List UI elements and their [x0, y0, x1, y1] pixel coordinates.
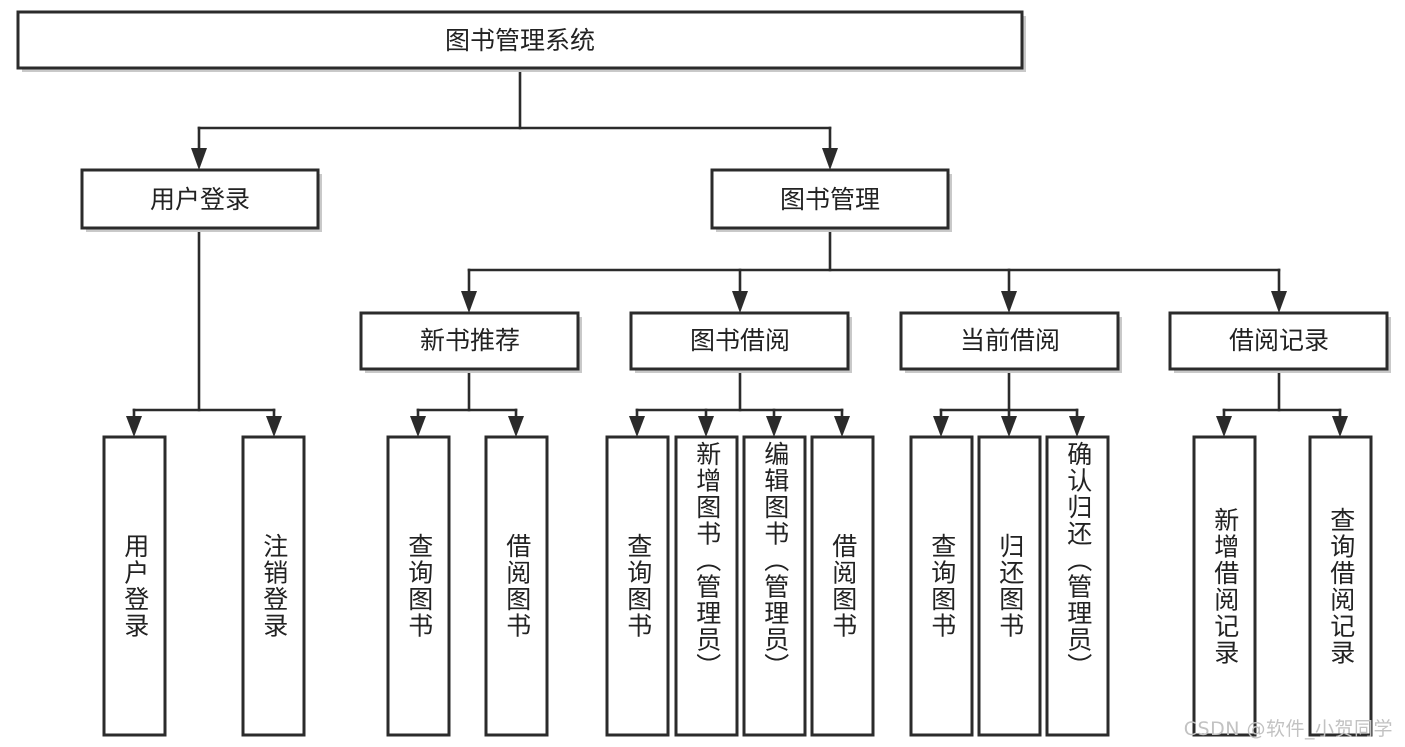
node-current-borrow[interactable]: 当前借阅	[899, 311, 1122, 373]
arrow-icon-leaf-6	[698, 416, 714, 437]
arrow-icon-leaf-4	[508, 416, 524, 437]
connector-group-root-to-level2	[191, 67, 838, 170]
connector-group-newbook-to-leaves	[410, 371, 524, 437]
leaf-box-query-book-2[interactable]	[605, 435, 670, 737]
node-user-login[interactable]: 用户登录	[80, 168, 322, 232]
leaf-box-logout[interactable]	[241, 435, 306, 737]
node-user-login-label: 用户登录	[150, 185, 250, 214]
node-borrow-records[interactable]: 借阅记录	[1168, 311, 1391, 373]
leaf-box-borrow-book-2[interactable]	[810, 435, 875, 737]
leaf-box-confirm-return[interactable]	[1045, 435, 1110, 737]
node-root[interactable]: 图书管理系统	[16, 10, 1026, 72]
arrow-icon-leaf-10	[1001, 416, 1017, 437]
node-book-management[interactable]: 图书管理	[710, 168, 952, 232]
node-new-book-recommend-box[interactable]	[359, 311, 580, 371]
arrow-icon-leaf-9	[933, 416, 949, 437]
node-root-label: 图书管理系统	[445, 26, 595, 55]
arrow-icon-leaf-5	[629, 416, 645, 437]
leaf-node-group	[102, 435, 1373, 737]
arrow-icon-leaf-13	[1332, 416, 1348, 437]
node-book-management-label: 图书管理	[780, 185, 880, 214]
node-book-borrow-box[interactable]	[629, 311, 850, 371]
node-borrow-records-label: 借阅记录	[1229, 326, 1329, 355]
leaf-box-query-book-3[interactable]	[909, 435, 974, 737]
node-book-borrow-label: 图书借阅	[690, 326, 790, 355]
leaf-box-user-login[interactable]	[102, 435, 167, 737]
leaf-box-query-record[interactable]	[1308, 435, 1373, 737]
connector-group-bookmgmt-to-level3	[461, 230, 1287, 313]
node-current-borrow-box[interactable]	[899, 311, 1120, 371]
arrow-icon-leaf-12	[1216, 416, 1232, 437]
arrow-icon-borrow	[732, 291, 748, 313]
arrow-icon-book-mgmt	[822, 148, 838, 170]
connector-group-borrow-to-leaves	[629, 371, 850, 437]
node-book-borrow[interactable]: 图书借阅	[629, 311, 852, 373]
leaf-box-add-book[interactable]	[674, 435, 739, 737]
arrow-icon-newbook	[461, 291, 477, 313]
leaf-box-query-book-1[interactable]	[386, 435, 451, 737]
connector-group-userlogin-to-leaves	[126, 230, 282, 437]
arrow-icon-leaf-11	[1069, 416, 1085, 437]
node-new-book-recommend[interactable]: 新书推荐	[359, 311, 582, 373]
leaf-box-return-book[interactable]	[977, 435, 1042, 737]
arrow-icon-leaf-3	[410, 416, 426, 437]
arrow-icon-leaf-1	[126, 416, 142, 437]
arrow-icon-records	[1271, 291, 1287, 313]
arrow-icon-current	[1001, 291, 1017, 313]
leaf-box-borrow-book-1[interactable]	[484, 435, 549, 737]
node-current-borrow-label: 当前借阅	[960, 326, 1060, 355]
node-root-box[interactable]	[16, 10, 1024, 70]
arrow-icon-leaf-8	[834, 416, 850, 437]
connector-group-current-to-leaves	[933, 371, 1085, 437]
node-borrow-records-box[interactable]	[1168, 311, 1389, 371]
arrow-icon-user-login	[191, 148, 207, 170]
arrow-icon-leaf-2	[266, 416, 282, 437]
node-user-login-box[interactable]	[80, 168, 320, 230]
node-book-management-box[interactable]	[710, 168, 950, 230]
connector-group-records-to-leaves	[1216, 371, 1348, 437]
leaf-box-edit-book[interactable]	[742, 435, 807, 737]
csdn-watermark: CSDN @软件_小贺同学	[1183, 718, 1393, 740]
leaf-box-add-record[interactable]	[1192, 435, 1257, 737]
arrow-icon-leaf-7	[766, 416, 782, 437]
node-new-book-recommend-label: 新书推荐	[420, 326, 520, 355]
